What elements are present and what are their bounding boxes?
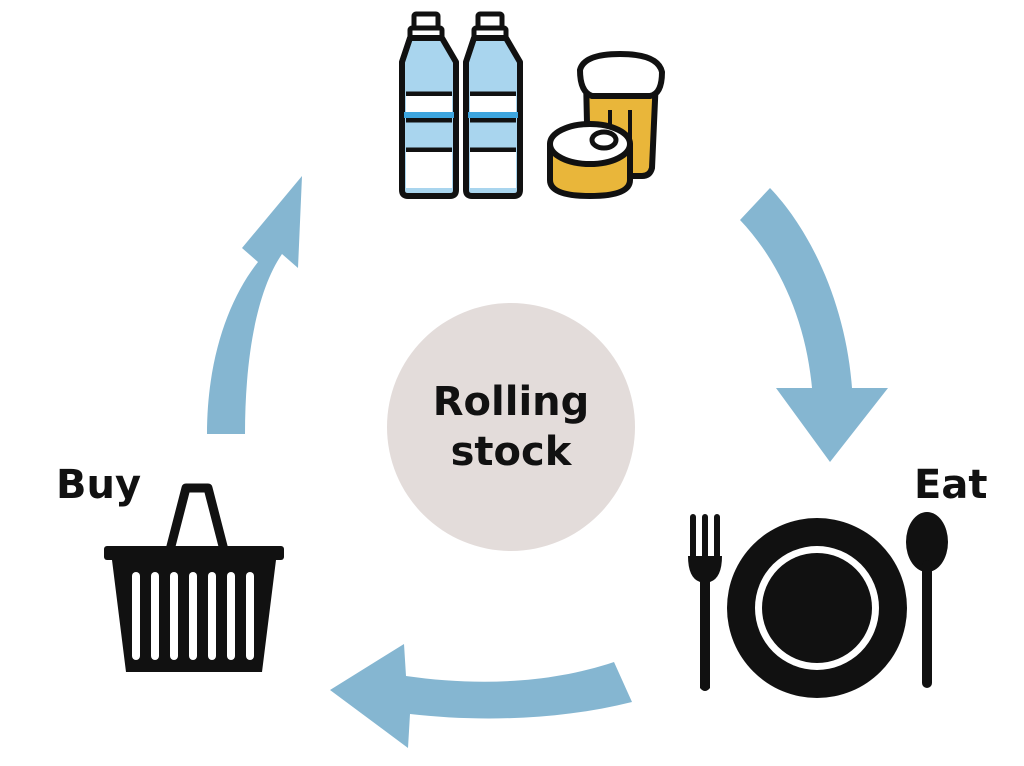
center-label-line1: Rolling [432, 379, 590, 425]
plate-icon [727, 518, 907, 698]
fork-icon [688, 514, 722, 691]
center-label-line2: stock [450, 429, 572, 475]
spoon-icon [906, 512, 948, 688]
water-bottles-and-canned-food-icon [399, 11, 665, 199]
arrow-eat-to-buy [330, 644, 632, 748]
canned-food-icon [547, 121, 633, 199]
center-label: Rolling stock [387, 303, 635, 551]
center-circle [387, 303, 635, 551]
eat-label: Eat [914, 462, 988, 508]
buy-label: Buy [56, 462, 142, 508]
arrow-buy-to-stock [164, 176, 302, 434]
plate-fork-spoon-icon [688, 512, 948, 698]
water-bottle-icon [463, 11, 523, 199]
arrow-stock-to-eat [740, 188, 888, 462]
shopping-basket-icon [104, 483, 284, 672]
water-bottle-icon [399, 11, 459, 199]
cycle-arrows [164, 176, 888, 748]
